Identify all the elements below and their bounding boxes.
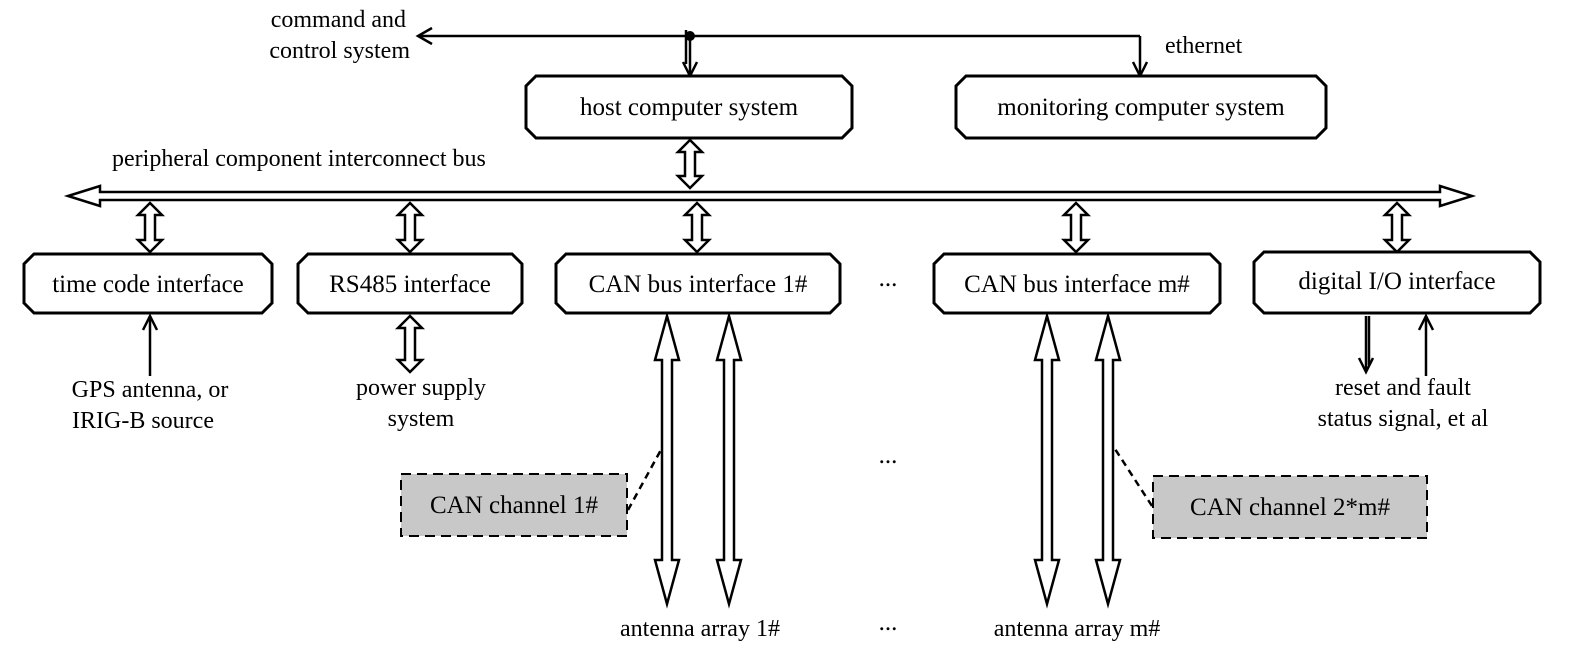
can-channel-1-label: CAN channel 1#	[430, 492, 599, 519]
digital-io-interface-label: digital I/O interface	[1298, 268, 1495, 295]
pci-bus-label: peripheral component interconnect bus	[112, 146, 486, 172]
ethernet-label: ethernet	[1165, 33, 1243, 59]
host-computer-node: host computer system	[524, 74, 854, 140]
can-bus-interface-1-node: CAN bus interface 1#	[554, 252, 842, 315]
pci-bus-arrow	[63, 184, 1477, 208]
rs485-interface-node: RS485 interface	[296, 252, 524, 315]
ethernet-lines	[415, 26, 1149, 79]
can-channel-2m-node: CAN channel 2*m#	[1113, 448, 1428, 539]
host-bus-arrow	[674, 138, 706, 190]
can-bus-interface-1-label: CAN bus interface 1#	[589, 271, 808, 298]
antenna-array-m-label: antenna array m#	[994, 616, 1161, 642]
gps-label-line2: IRIG-B source	[72, 408, 214, 434]
gps-input-arrow	[141, 313, 159, 376]
power-label-line2: system	[388, 406, 455, 432]
canm-channel-arrows	[1033, 311, 1122, 609]
rs485-power-arrow	[394, 314, 426, 374]
ellipsis-antennas: ...	[879, 609, 898, 636]
reset-label-line1: reset and fault	[1335, 375, 1471, 401]
reset-label-line2: status signal, et al	[1318, 406, 1489, 432]
can1-channel-arrows	[653, 311, 743, 609]
time-code-interface-label: time code interface	[52, 271, 244, 298]
time-code-interface-node: time code interface	[22, 252, 274, 315]
command-label-line2: control system	[269, 38, 410, 64]
monitoring-computer-node: monitoring computer system	[954, 74, 1328, 140]
monitoring-computer-label: monitoring computer system	[997, 94, 1285, 121]
host-computer-label: host computer system	[580, 94, 799, 121]
can-channel-1-node: CAN channel 1#	[400, 447, 664, 537]
bus-interface-arrows	[134, 201, 1413, 254]
command-label-line1: command and	[271, 7, 406, 33]
can-bus-interface-m-label: CAN bus interface m#	[964, 271, 1190, 298]
ellipsis-interfaces: ...	[879, 265, 898, 292]
can-bus-interface-m-node: CAN bus interface m#	[932, 252, 1222, 315]
power-label-line1: power supply	[356, 375, 486, 401]
antenna-array-1-label: antenna array 1#	[620, 616, 780, 642]
can-channel-2m-label: CAN channel 2*m#	[1190, 494, 1390, 521]
gps-label-line1: GPS antenna, or	[72, 377, 229, 403]
ellipsis-channels: ...	[879, 442, 898, 469]
rs485-interface-label: RS485 interface	[329, 271, 491, 298]
digital-io-arrows	[1357, 313, 1435, 376]
digital-io-interface-node: digital I/O interface	[1252, 250, 1542, 315]
